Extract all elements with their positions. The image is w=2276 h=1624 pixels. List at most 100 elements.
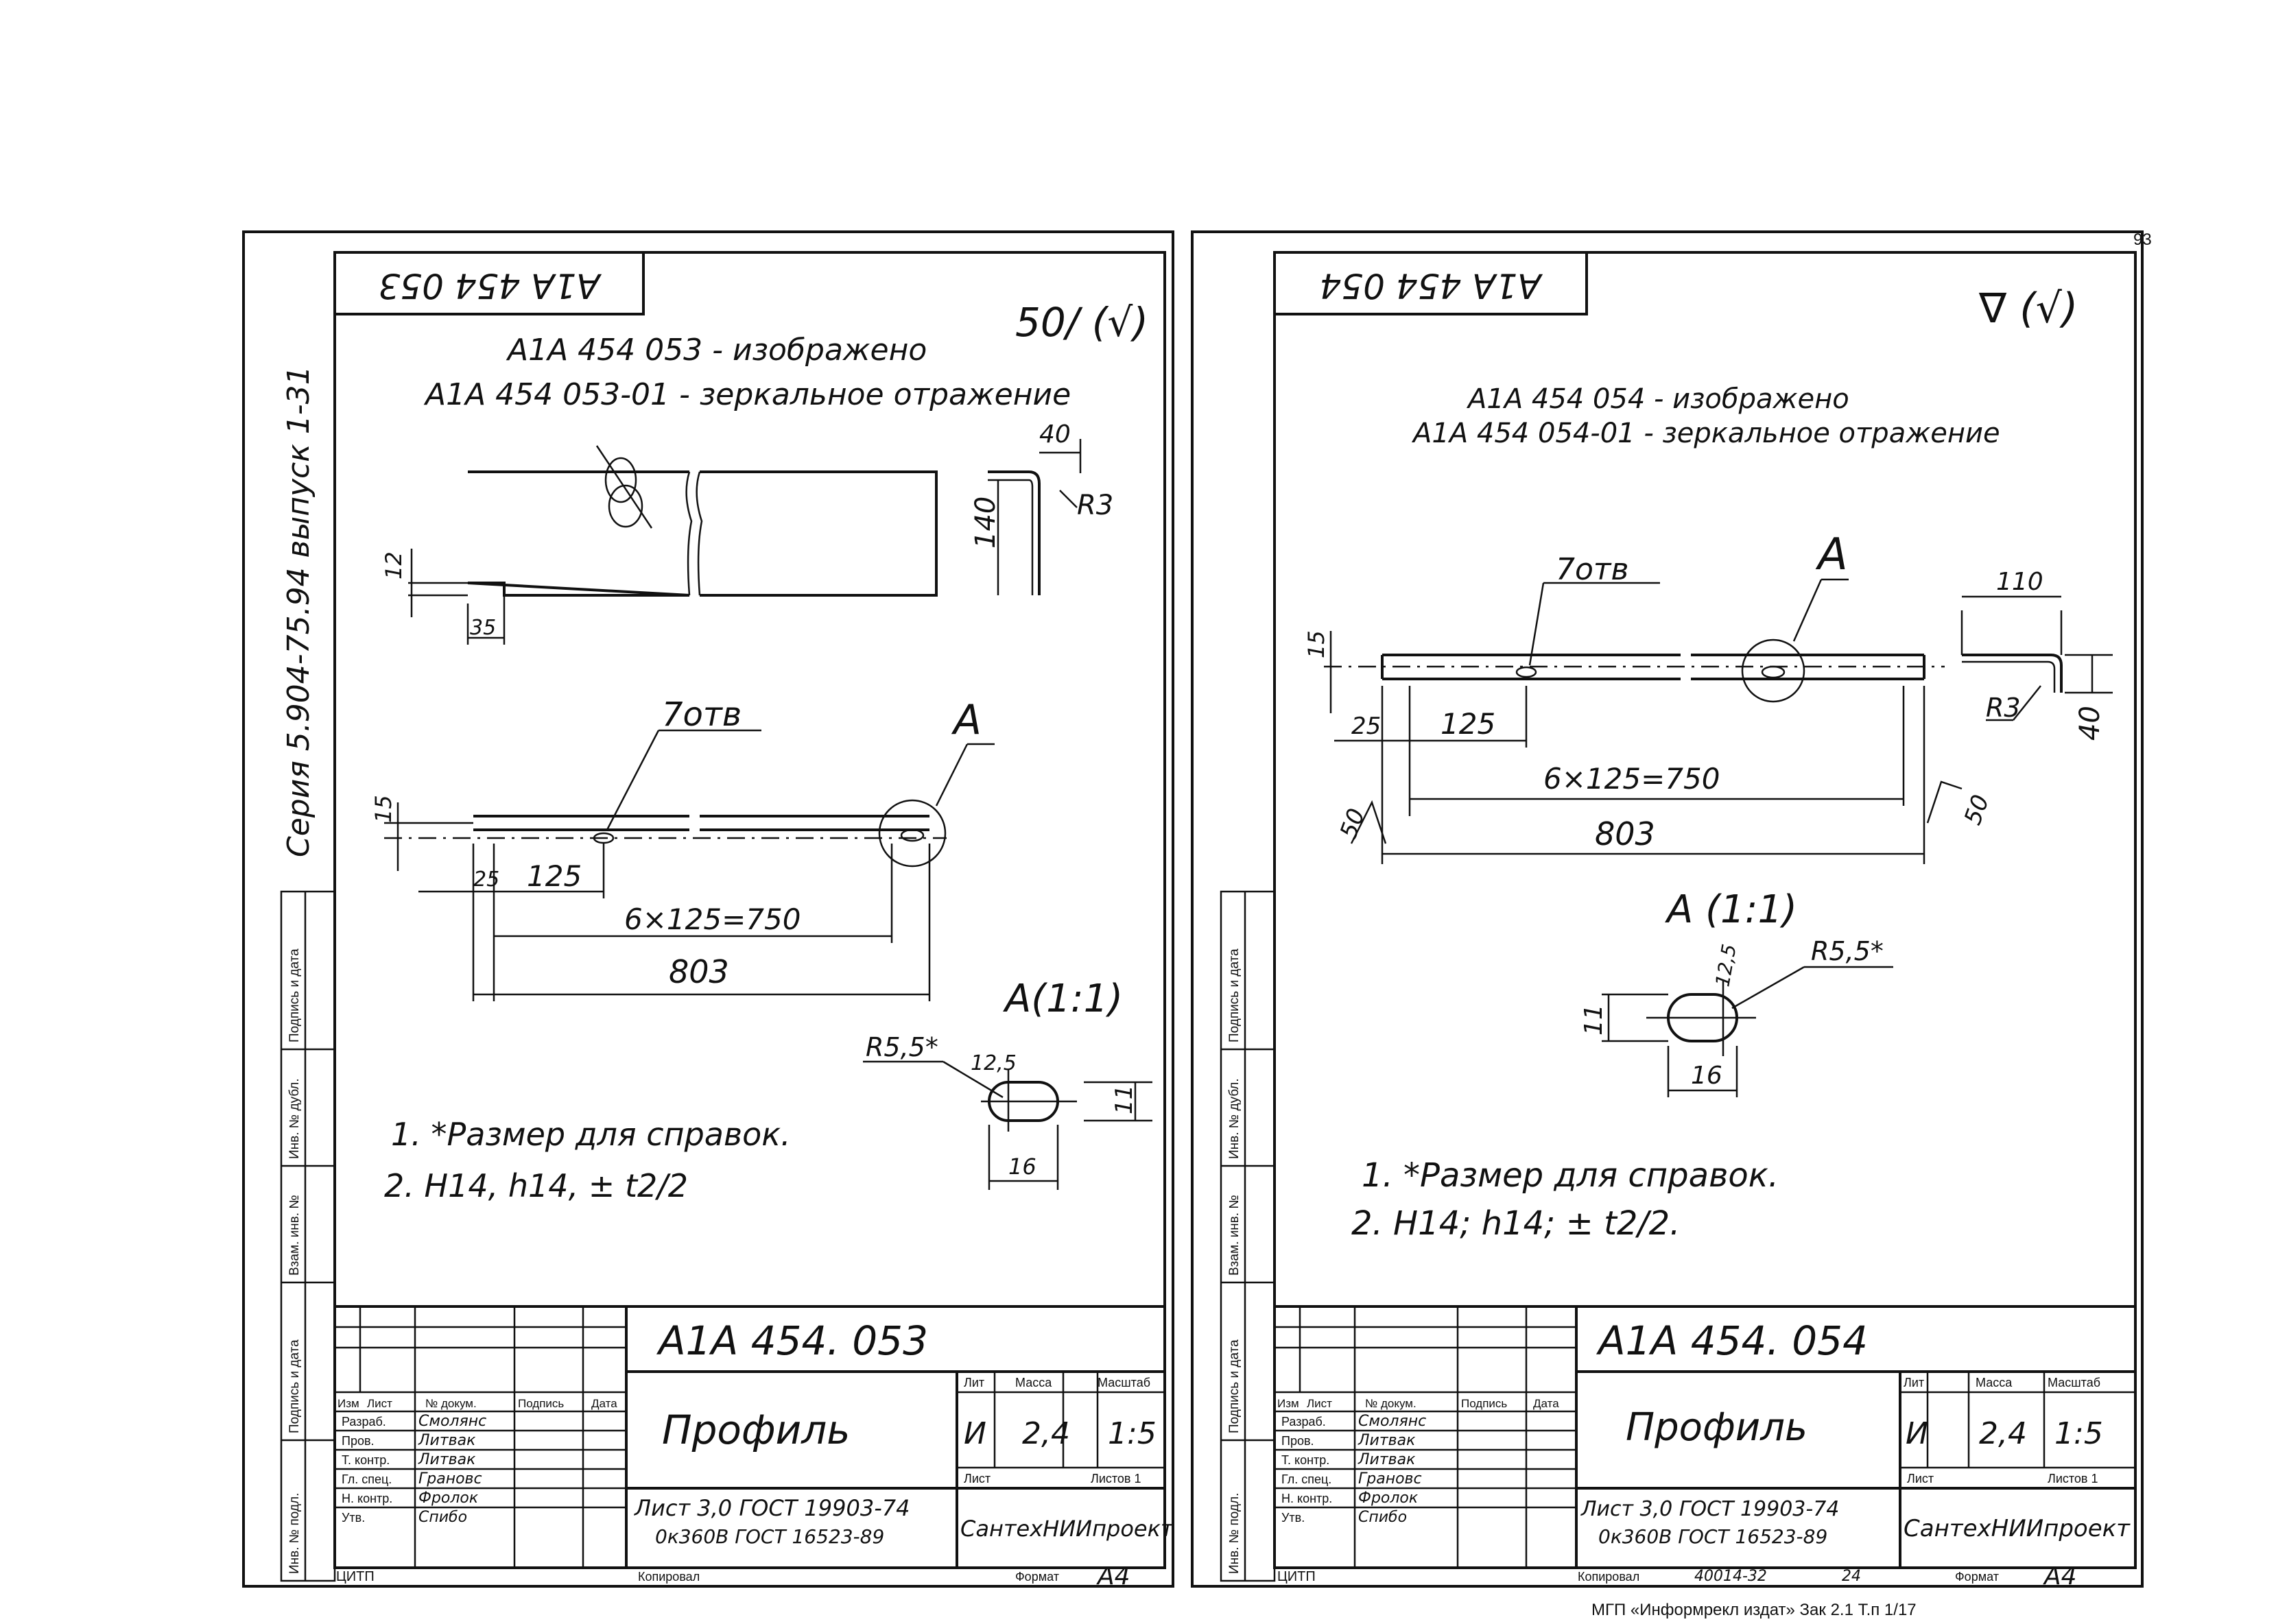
stamp-label-orig-inv: Инв. № подл. — [287, 1493, 302, 1574]
part-name: Профиль — [662, 1407, 850, 1453]
sheets-0-roles-0: Разраб. — [342, 1415, 386, 1429]
sheets-0-lit: И — [964, 1416, 986, 1451]
left-margin-stamps: Подпись и дата Инв. № дубл. Взам. инв. №… — [280, 890, 336, 1582]
left-sheet-frame — [242, 230, 1174, 1588]
title-line-1: А1А 454 053 - изображено — [506, 333, 927, 368]
profile-l-section: 40 140 R3 — [970, 420, 1113, 595]
sheets-0-names-4: Фролок — [418, 1490, 479, 1507]
sheets-0-roles-4: Н. контр. — [342, 1492, 392, 1505]
right-margin-stamps: Подпись и дата Инв. № дубл. Взам. инв. №… — [1220, 890, 1276, 1582]
roughness-symbol: 50/ (√) — [1015, 299, 1148, 346]
top-code-stamp — [1273, 251, 1588, 315]
sheets-1-roles-5: Утв. — [1281, 1511, 1305, 1525]
sheets-0-mass-header: Масса — [1015, 1376, 1052, 1389]
sheets-1-rows-hdr-2: № докум. — [1365, 1397, 1416, 1410]
sheets-1-copy-no: 40014-32 — [1694, 1568, 1767, 1585]
stamp-label-sign-date-top: Подпись и дата — [287, 948, 302, 1042]
profile-hole-view: А 7отв 15 25 125 6×125=750 803 50 50 — [1303, 529, 1995, 864]
title-block: Изм Лист № докум. Подпись Дата Разраб. П… — [333, 1305, 1174, 1569]
sheets-0-dims-radius: R3 — [1077, 490, 1113, 521]
sheets-1-dims-height: 40 — [2074, 706, 2106, 741]
sheets-1-names-3: Грановс — [1358, 1470, 1422, 1488]
sheets-1-roles-0: Разраб. — [1281, 1415, 1326, 1429]
organization: СантехНИИпроект — [960, 1516, 1174, 1542]
sheets-1-names-2: Литвак — [1358, 1451, 1416, 1468]
roughness-symbol: ∇ (√) — [1978, 285, 2078, 333]
detail-a: А(1:1) R5,5* 12,5 11 16 — [863, 977, 1152, 1190]
sheets-0-names-2: Литвак — [418, 1451, 476, 1468]
right-sheet: А1А 454 054 ∇ (√) А1А 454 054 - изображе… — [1273, 251, 2137, 1590]
stamp-label-sign-date-top: Подпись и дата — [1227, 948, 1242, 1042]
material-line-1: Лист 3,0 ГОСТ 19903-74 — [634, 1495, 910, 1521]
sheets-1-lit: И — [1906, 1416, 1928, 1451]
sheets-0-sheets-label: Листов 1 — [1091, 1472, 1141, 1485]
sheets-0-dims-total: 803 — [669, 953, 729, 990]
sheets-1-names-0: Смолянс — [1358, 1413, 1426, 1430]
stamp-label-orig-inv: Инв. № подл. — [1227, 1493, 1242, 1574]
sheets-1-mass: 2,4 — [1979, 1416, 2027, 1451]
sheets-0-names-0: Смолянс — [418, 1413, 486, 1430]
sheets-1-roles-2: Т. контр. — [1281, 1453, 1329, 1467]
sheets-1-rows-hdr-0: Изм — [1277, 1397, 1299, 1410]
sheets-0-dims-detail: А(1:1) — [1003, 977, 1123, 1021]
sheets-1-sheet-label: Лист — [1907, 1472, 1934, 1485]
sheets-0-dims-notch-h: 12 — [381, 551, 407, 580]
material-line-1: Лист 3,0 ГОСТ 19903-74 — [1580, 1497, 1839, 1521]
sheets-1-scale-header: Масштаб — [2048, 1376, 2100, 1389]
sheets-1-dims-d11: 11 — [1580, 1004, 1608, 1036]
publisher-footer: МГП «Информрекл издат» Зак 2.1 Т.п 1/17 — [1591, 1601, 1917, 1619]
sheets-1-mass-header: Масса — [1976, 1376, 2013, 1389]
sheets-1-copied: Копировал — [1578, 1570, 1639, 1584]
sheets-0-rows-hdr-4: Дата — [591, 1397, 617, 1410]
organization: СантехНИИпроект — [1904, 1515, 2131, 1542]
sheets-0-scale-header: Масштаб — [1098, 1376, 1150, 1389]
sheets-1-lit-header: Лит — [1904, 1376, 1924, 1389]
sheets-1-tsitp: ЦИТП — [1277, 1569, 1316, 1584]
sheets-1-dims-total: 803 — [1595, 815, 1655, 852]
stamp-label-replace-inv: Взам. инв. № — [287, 1195, 302, 1276]
sheets-1-dims-d15: 15 — [1303, 630, 1329, 658]
profile-top-view: 12 35 — [381, 445, 938, 645]
material-line-2: 0к360В ГОСТ 16523-89 — [655, 1525, 884, 1548]
series-label: Серия 5.904-75.94 выпуск 1-31 — [281, 366, 316, 857]
sheets-1-roles-4: Н. контр. — [1281, 1492, 1332, 1505]
sheets-0-rows-hdr-2: № докум. — [425, 1397, 477, 1410]
sheets-1-scale: 1:5 — [2054, 1416, 2103, 1451]
detail-a: А (1:1) R5,5* 12,5 11 16 — [1580, 887, 1893, 1097]
left-sheet: А1А 454 053 50/ (√) А1А 454 053 - изобра… — [333, 251, 1174, 1590]
sheets-0-roles-5: Утв. — [342, 1511, 365, 1525]
sheets-0-tsitp: ЦИТП — [336, 1569, 375, 1584]
sheets-0-roles-3: Гл. спец. — [342, 1472, 392, 1486]
sheets-0-names-5: Спибо — [418, 1509, 467, 1526]
sheets-0-names-1: Литвак — [418, 1432, 476, 1449]
sheets-1-rows-hdr-1: Лист — [1307, 1397, 1332, 1410]
top-code-stamp-text: А1А 454 053 — [379, 266, 602, 306]
profile-hole-view: А 7отв 15 25 125 6×125=750 803 — [370, 695, 995, 1001]
designation: А1А 454. 053 — [656, 1317, 928, 1364]
sheets-1-dims-d125: 125 — [1441, 707, 1495, 741]
sheets-1-sheets-label: Листов 1 — [2048, 1472, 2098, 1485]
sheets-0-dims-pitch: 6×125=750 — [624, 903, 801, 936]
sheets-0-roles-2: Т. контр. — [342, 1453, 390, 1467]
sheets-1-dims-d16: 16 — [1691, 1062, 1722, 1090]
sheets-0-mass: 2,4 — [1022, 1416, 1070, 1451]
designation: А1А 454. 054 — [1596, 1317, 1868, 1364]
sheets-0-dims-d15: 15 — [370, 795, 396, 823]
sheets-1-names-1: Литвак — [1358, 1432, 1416, 1449]
sheets-0-rows-hdr-1: Лист — [367, 1397, 392, 1410]
sheets-1-dims-pitch: 6×125=750 — [1543, 762, 1720, 796]
note-1: 1. *Размер для справок. — [391, 1116, 791, 1153]
sheets-1-copy-sheet: 24 — [1842, 1568, 1861, 1585]
sheets-0-dims-top-width: 40 — [1039, 420, 1071, 449]
sheets-0-dims-notch-w: 35 — [470, 616, 496, 640]
sheets-1-roles-1: Пров. — [1281, 1434, 1314, 1448]
sheets-1-dims-d125b: 12,5 — [1711, 942, 1740, 988]
sheets-0-lit-header: Лит — [964, 1376, 984, 1389]
sheets-1-roles-3: Гл. спец. — [1281, 1472, 1331, 1486]
stamp-label-sign-date-bottom: Подпись и дата — [287, 1339, 302, 1433]
note-2: 2. Н14; h14; ± t2/2. — [1351, 1204, 1680, 1243]
title-line-2: А1А 454 054-01 - зеркальное отражение — [1411, 418, 2000, 449]
stamp-label-replace-inv: Взам. инв. № — [1227, 1195, 1242, 1276]
sheets-1-dims-d25: 25 — [1351, 713, 1381, 740]
